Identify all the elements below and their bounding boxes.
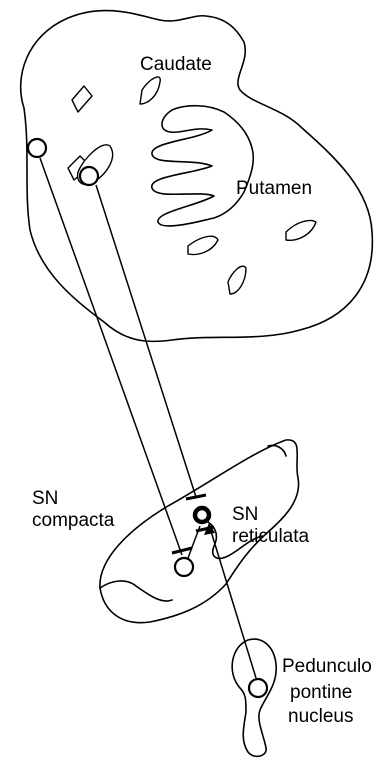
neuron-putamen: [80, 167, 98, 185]
label-sn-compacta-1: SN: [32, 488, 58, 509]
ppn-outline: [232, 639, 276, 756]
label-sn-reticulata-2: reticulata: [232, 526, 310, 547]
label-ppn-3: nucleus: [288, 706, 354, 727]
striatum-island-2: [140, 77, 160, 104]
neuron-sn-reticulata: [195, 508, 209, 522]
striatum-island-6: [188, 236, 218, 254]
label-sn-compacta-2: compacta: [32, 510, 115, 531]
striatum-island-1: [72, 86, 92, 112]
synapse-bar-compacta: [172, 548, 192, 553]
striatum-island-5: [286, 220, 316, 240]
label-caudate: Caudate: [140, 54, 212, 75]
axon-putamen-to-sn-reticulata: [96, 185, 196, 497]
neuron-caudate: [28, 139, 46, 157]
synapse-bar-reticulata: [186, 495, 206, 499]
label-ppn-1: Pedunculo: [282, 656, 372, 677]
striatum-island-7: [228, 266, 246, 294]
neuron-ppn: [249, 679, 267, 697]
neuron-sn-compacta: [175, 558, 193, 576]
label-sn-reticulata-1: SN: [232, 504, 258, 525]
label-ppn-2: pontine: [290, 682, 352, 703]
label-putamen: Putamen: [236, 178, 312, 199]
striatal-bridges: [152, 106, 254, 226]
